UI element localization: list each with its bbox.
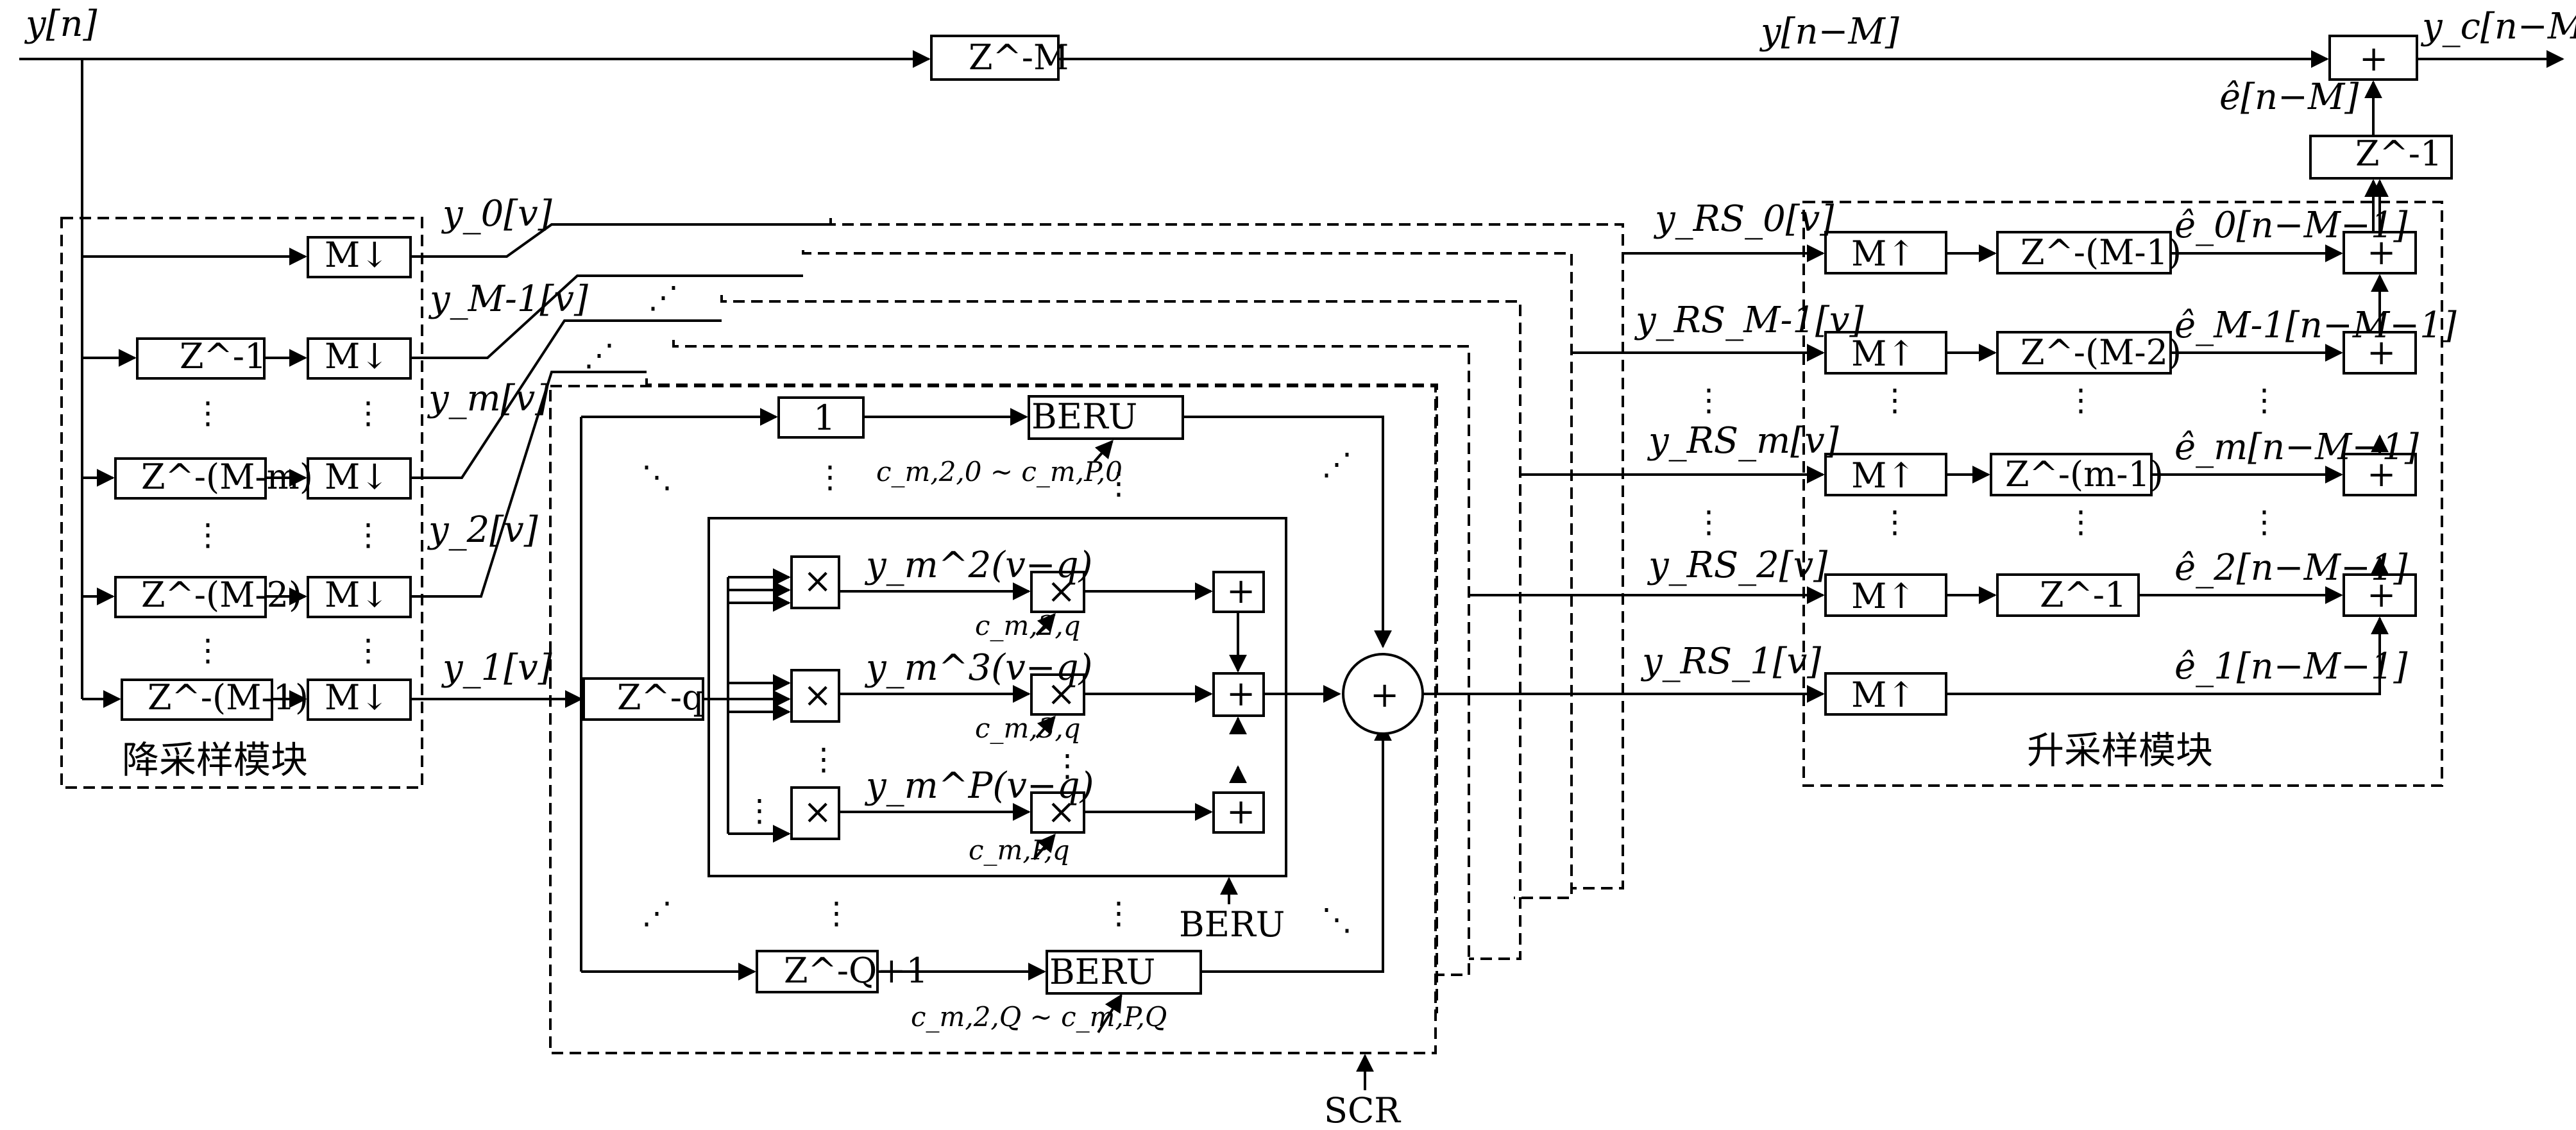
- coef-3q: c_m,3,q: [975, 713, 1081, 744]
- dots: ⋰: [584, 337, 614, 373]
- dots: ⋮: [1693, 504, 1724, 540]
- dots: ⋮: [1879, 382, 1910, 418]
- beru-top: BERU: [1031, 396, 1137, 437]
- big-adder: +: [1370, 675, 1399, 715]
- label-ehat: ê[n−M]: [2219, 76, 2359, 118]
- dots: ⋮: [1103, 466, 1134, 502]
- up-delay-0: Z^-(M-1): [2021, 232, 2182, 273]
- dots: ⋰: [1321, 446, 1352, 482]
- dots: ⋮: [2065, 382, 2096, 418]
- dots: ⋮: [815, 459, 845, 495]
- dots: ⋮: [821, 895, 852, 931]
- up-add-M1: +: [2367, 332, 2396, 373]
- cmult-3: ×: [1047, 791, 1076, 832]
- z-minus-1-box: Z^-1: [2355, 133, 2442, 174]
- mult-3: ×: [803, 791, 832, 832]
- label-yM1: y_M-1[v]: [428, 278, 588, 320]
- add-3: +: [1226, 791, 1255, 832]
- up-add-2: +: [2367, 575, 2396, 615]
- dots: ⋱: [641, 459, 672, 495]
- up-delay-M1: Z^-(M-2): [2021, 332, 2182, 373]
- label-yRS0: y_RS_0[v]: [1653, 198, 1834, 240]
- coef-Pq: c_m,P,q: [969, 834, 1070, 866]
- decimator-M1: M↓: [325, 677, 389, 718]
- dots: ⋮: [808, 741, 839, 777]
- mult-1: ×: [803, 561, 832, 601]
- label-y-n: y[n]: [24, 3, 97, 45]
- label-yRSm: y_RS_m[v]: [1647, 420, 1839, 462]
- scr-label: SCR: [1324, 1090, 1401, 1130]
- add-1: +: [1226, 571, 1255, 611]
- zq1-box: Z^-Q+1: [784, 950, 928, 991]
- err-m: ê_m[n−M−1]: [2174, 426, 2419, 468]
- label-yRSM1: y_RS_M-1[v]: [1634, 299, 1864, 341]
- dots: ⋮: [353, 517, 384, 553]
- output-adder: +: [2359, 38, 2388, 79]
- interp-1: M↑: [1851, 675, 1916, 715]
- label-ym: y_m[v]: [427, 378, 549, 419]
- label-y1: y_1[v]: [441, 647, 552, 689]
- dots: ⋮: [2249, 382, 2280, 418]
- dots: ⋱: [1321, 902, 1352, 938]
- up-delay-2: Z^-1: [2040, 575, 2126, 615]
- err-1: ê_1[n−M−1]: [2174, 646, 2407, 687]
- delay-M-m: Z^-(M-m): [141, 457, 313, 497]
- coef-2q: c_m,2,q: [975, 610, 1081, 641]
- coef-bottom: c_m,2,Q ~ c_m,P,Q: [911, 1001, 1167, 1033]
- label-yRS2: y_RS_2[v]: [1647, 544, 1827, 586]
- interp-m: M↑: [1851, 455, 1916, 496]
- coef-top: c_m,2,0 ~ c_m,P,0: [876, 456, 1123, 487]
- label-y-n-M: y[n−M]: [1759, 11, 1899, 53]
- beru-inner: BERU: [1179, 904, 1285, 945]
- downsample-title: 降采样模块: [122, 738, 308, 782]
- up-add-0: +: [2367, 232, 2396, 273]
- err-2: ê_2[n−M−1]: [2174, 547, 2407, 589]
- dots: ⋮: [353, 395, 384, 431]
- decimator-0: M↓: [325, 235, 389, 275]
- decimator-2: M↓: [325, 575, 389, 615]
- dots: ⋮: [192, 517, 223, 553]
- upsample-title: 升采样模块: [2027, 729, 2213, 772]
- dots: ⋮: [353, 632, 384, 668]
- power-3: y_m^3(v−q): [864, 647, 1092, 689]
- dots: ⋮: [2249, 504, 2280, 540]
- dots: ⋮: [744, 793, 775, 829]
- dots: ⋮: [192, 395, 223, 431]
- beru-bottom: BERU: [1049, 952, 1155, 992]
- cmult-2: ×: [1047, 673, 1076, 714]
- dots: ⋰: [641, 895, 672, 931]
- dots: ⋮: [1879, 504, 1910, 540]
- interp-2: M↑: [1851, 576, 1916, 616]
- mult-2: ×: [803, 675, 832, 715]
- delay-M-1: Z^-(M-1): [148, 677, 309, 718]
- dots: ⋮: [1103, 895, 1134, 931]
- delay-q: Z^-q: [617, 677, 704, 718]
- decimator-1: M↓: [325, 336, 389, 376]
- one-box: 1: [813, 398, 835, 438]
- label-y0: y_0[v]: [441, 193, 552, 235]
- power-2: y_m^2(v−q): [864, 544, 1092, 586]
- delay-M-box: Z^-M: [969, 37, 1069, 78]
- dots: ⋮: [1693, 382, 1724, 418]
- add-2: +: [1226, 673, 1255, 714]
- label-y2: y_2[v]: [427, 509, 538, 551]
- interp-M1: M↑: [1851, 333, 1916, 374]
- err-0: ê_0[n−M−1]: [2174, 205, 2407, 246]
- dots: ⋰: [648, 280, 679, 316]
- delay-1: Z^-1: [180, 336, 266, 376]
- err-M1: ê_M-1[n−M−1]: [2174, 305, 2457, 346]
- dots: ⋮: [1052, 748, 1083, 784]
- up-add-m: +: [2367, 454, 2396, 494]
- dots: ⋮: [192, 632, 223, 668]
- decimator-m: M↓: [325, 457, 389, 497]
- label-yRS1: y_RS_1[v]: [1640, 641, 1821, 682]
- power-P: y_m^P(v−q): [864, 765, 1094, 807]
- dots: ⋮: [2065, 504, 2096, 540]
- cmult-1: ×: [1047, 571, 1076, 611]
- interp-0: M↑: [1851, 233, 1916, 274]
- delay-M-2: Z^-(M-2): [141, 575, 302, 615]
- label-output: y_c[n−M]: [2420, 6, 2576, 47]
- up-delay-m: Z^-(m-1): [2005, 454, 2164, 494]
